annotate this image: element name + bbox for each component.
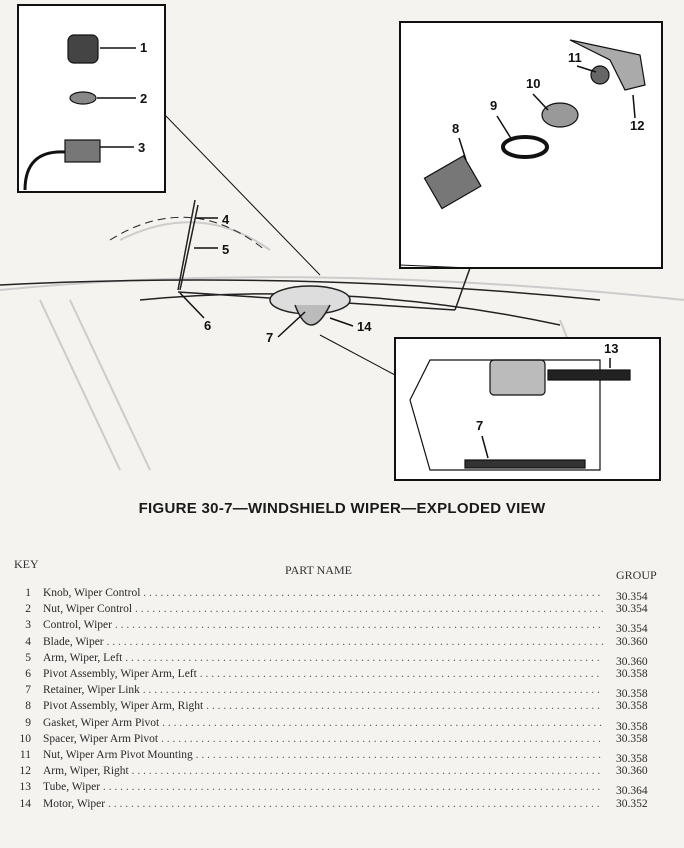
row-group: 30.360: [616, 635, 648, 648]
detail-boxes: [17, 4, 663, 481]
table-row: 12 Arm, Wiper, Right 30.360: [0, 765, 684, 781]
table-row: 9 Gasket, Wiper Arm Pivot 30.358: [0, 717, 684, 733]
key-header: KEY: [14, 557, 39, 571]
motor-part: [489, 359, 546, 396]
knob-part: [67, 34, 99, 64]
gasket-part: [501, 135, 549, 159]
row-part-name: Arm, Wiper, Right: [43, 765, 603, 777]
exploded-view-diagram: 1 2 3 4 5 6 7 8 9 10 11 12 13 14 7: [0, 4, 684, 481]
spacer-part: [541, 102, 579, 128]
callout-9: 9: [490, 98, 497, 113]
row-part-name: Pivot Assembly, Wiper Arm, Left: [43, 668, 603, 680]
callout-7: 7: [266, 330, 273, 345]
dashed-sweep-lines: [0, 216, 601, 326]
row-part-name: Arm, Wiper, Left: [43, 652, 603, 664]
row-key: 12: [19, 765, 32, 778]
control-part: [64, 139, 101, 163]
row-group: 30.358: [616, 753, 648, 765]
row-key: 11: [19, 749, 31, 761]
row-part-name: Pivot Assembly, Wiper Arm, Right: [43, 700, 603, 712]
row-part-name: Gasket, Wiper Arm Pivot: [43, 717, 603, 729]
row-key: 3: [25, 619, 31, 632]
callout-labels: 1 2 3 4 5 6 7 8 9 10 11 12 13 14 7: [138, 40, 644, 433]
row-key: 14: [19, 797, 32, 810]
table-row: 6 Pivot Assembly, Wiper Arm, Left 30.358: [0, 668, 684, 684]
callout-7-detail: 7: [476, 418, 483, 433]
row-part-name: Nut, Wiper Arm Pivot Mounting: [43, 749, 603, 761]
row-group: 30.358: [616, 688, 648, 701]
row-group: 30.358: [616, 732, 648, 745]
callout-2: 2: [140, 91, 147, 106]
row-part-name: Nut, Wiper Control: [43, 603, 603, 615]
row-key: 5: [25, 651, 31, 664]
nut-part: [69, 91, 97, 105]
row-group: 30.352: [616, 797, 648, 810]
row-key: 9: [25, 716, 31, 729]
part-drawings: [23, 34, 646, 471]
callout-3: 3: [138, 140, 145, 155]
row-part-name: Spacer, Wiper Arm Pivot: [43, 733, 603, 745]
table-row: 2 Nut, Wiper Control 30.354: [0, 603, 684, 619]
row-part-name: Retainer, Wiper Link: [43, 684, 603, 696]
part-name-header: PART NAME: [285, 563, 352, 577]
row-part-name: Control, Wiper: [43, 619, 603, 631]
row-part-name: Motor, Wiper: [43, 798, 603, 810]
group-header: GROUP: [616, 568, 657, 582]
retainer-part: [464, 459, 586, 469]
leader-lines: [164, 114, 471, 376]
callout-arrows: [97, 47, 636, 459]
row-group: 30.354: [616, 591, 648, 603]
callout-13: 13: [604, 341, 618, 356]
table-row: 5 Arm, Wiper, Left 30.360: [0, 652, 684, 668]
callout-4: 4: [222, 212, 230, 227]
table-row: 11 Nut, Wiper Arm Pivot Mounting 30.358: [0, 749, 684, 765]
row-group: 30.364: [616, 785, 648, 798]
row-part-name: Knob, Wiper Control: [43, 587, 603, 599]
row-key: 1: [25, 587, 31, 599]
row-key: 13: [19, 781, 32, 794]
row-key: 4: [25, 635, 31, 648]
detail-box-motor: [394, 337, 661, 481]
table-row: 1 Knob, Wiper Control 30.354: [0, 587, 684, 603]
pivot-part: [423, 154, 482, 210]
row-key: 2: [25, 603, 31, 616]
nut-mounting-part: [590, 65, 610, 85]
table-row: 10 Spacer, Wiper Arm Pivot 30.358: [0, 733, 684, 749]
figure-caption: FIGURE 30-7—WINDSHIELD WIPER—EXPLODED VI…: [138, 500, 546, 517]
row-key: 7: [25, 684, 31, 697]
callout-6: 6: [204, 318, 211, 333]
callout-14: 14: [357, 319, 372, 334]
table-row: 13 Tube, Wiper 30.364: [0, 781, 684, 797]
row-part-name: Tube, Wiper: [43, 781, 603, 793]
row-group: 30.354: [616, 623, 648, 636]
callout-8: 8: [452, 121, 459, 136]
table-row: 7 Retainer, Wiper Link 30.358: [0, 684, 684, 700]
row-group: 30.358: [616, 720, 648, 733]
callout-12: 12: [630, 118, 644, 133]
wiper-linkage: [177, 199, 471, 326]
table-row: 4 Blade, Wiper 30.360: [0, 636, 684, 652]
callout-1: 1: [140, 40, 147, 55]
callout-10: 10: [526, 76, 540, 91]
table-row: 14 Motor, Wiper 30.352: [0, 798, 684, 814]
row-key: 8: [25, 700, 31, 713]
callout-11: 11: [568, 50, 582, 65]
row-group: 30.354: [616, 603, 648, 616]
table-row: 3 Control, Wiper 30.354: [0, 619, 684, 635]
row-part-name: Blade, Wiper: [43, 636, 603, 648]
row-group: 30.358: [616, 700, 648, 713]
row-group: 30.360: [616, 655, 648, 668]
row-group: 30.360: [616, 765, 648, 778]
row-group: 30.358: [616, 668, 648, 680]
callout-5: 5: [222, 242, 229, 257]
row-key: 6: [25, 668, 31, 680]
row-key: 10: [19, 732, 32, 745]
arm-right-part: [569, 39, 646, 91]
table-row: 8 Pivot Assembly, Wiper Arm, Right 30.358: [0, 700, 684, 716]
tube-part: [547, 369, 631, 381]
